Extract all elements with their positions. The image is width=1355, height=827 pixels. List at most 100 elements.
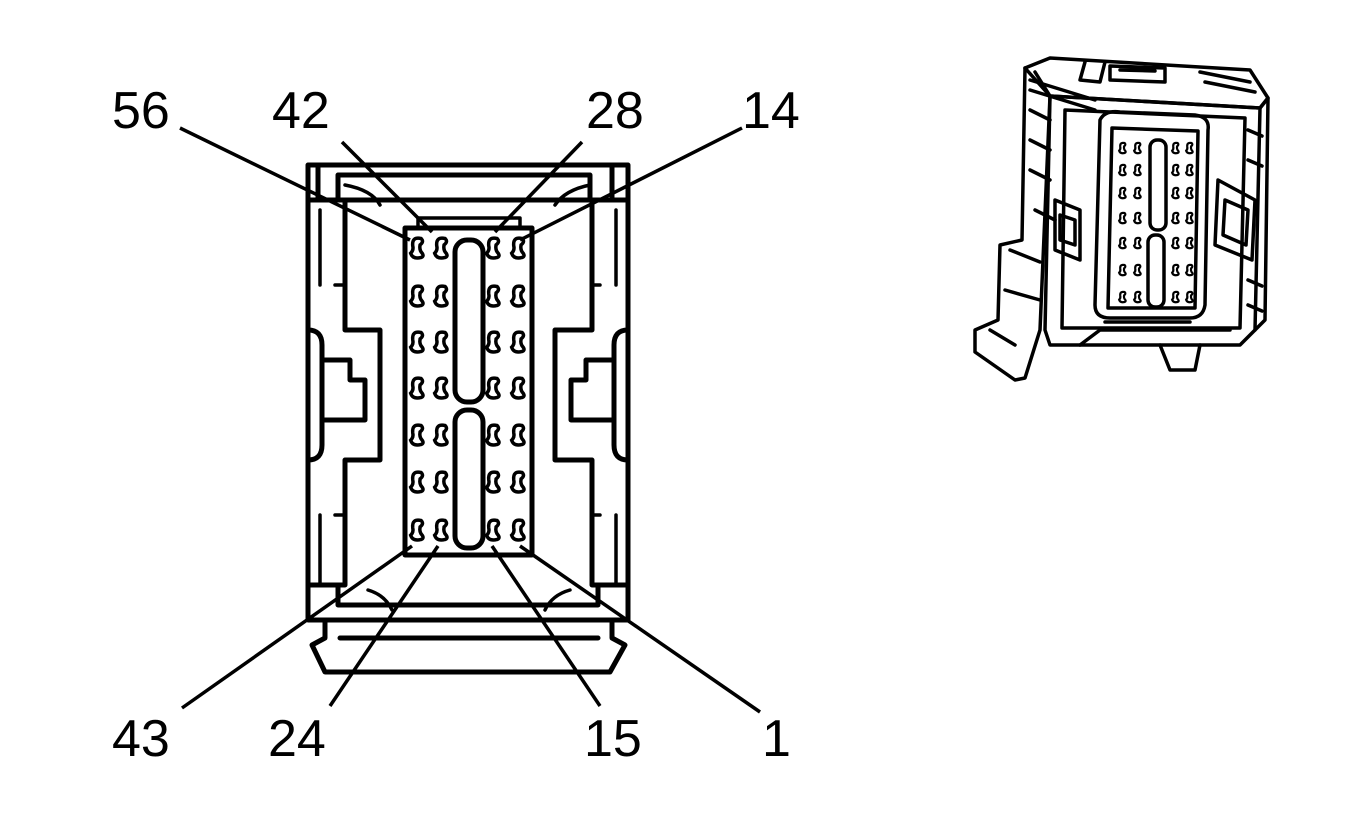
label-pin-15: 15	[584, 710, 642, 768]
terminal-cavity	[484, 518, 501, 542]
terminal-cavity	[509, 376, 526, 400]
iso-terminal-cavity	[1117, 211, 1127, 225]
leader-28	[493, 140, 584, 234]
terminal-cavity	[432, 423, 449, 447]
iso-terminal-cavity	[1117, 141, 1127, 155]
cavity-block-top	[416, 216, 522, 230]
terminal-cavity	[484, 236, 501, 260]
terminal-cavity	[432, 376, 449, 400]
label-pin-42: 42	[272, 82, 330, 140]
label-pin-43: 43	[112, 710, 170, 768]
terminal-cavity	[484, 423, 501, 447]
terminal-cavity	[408, 470, 425, 494]
iso-terminal-cavity	[1184, 211, 1194, 225]
right-wall	[552, 197, 631, 588]
terminal-cavity	[509, 470, 526, 494]
terminal-cavity	[408, 376, 425, 400]
terminal-cavity	[509, 330, 526, 354]
connector-face-view	[305, 162, 631, 675]
terminal-cavity	[432, 330, 449, 354]
terminal-cavity	[408, 423, 425, 447]
iso-top-window	[1108, 64, 1167, 84]
leader-1	[519, 544, 761, 714]
iso-terminal-cavity	[1132, 290, 1142, 304]
leader-42	[340, 140, 434, 234]
iso-terminal-cavity	[1170, 211, 1180, 225]
iso-terminal-cavity	[1184, 163, 1194, 177]
label-pin-14: 14	[742, 82, 800, 140]
iso-terminal-cavity	[1184, 236, 1194, 250]
iso-terminal-cavity	[1117, 163, 1127, 177]
iso-terminal-cavity	[1184, 263, 1194, 277]
iso-terminal-cavity	[1117, 290, 1127, 304]
center-key-upper	[452, 237, 486, 405]
iso-terminal-cavity	[1117, 186, 1127, 200]
center-key-lower	[452, 407, 486, 551]
iso-left-side	[973, 66, 1052, 382]
pin-number-labels: 56 42 28 14 43 24 15 1	[112, 82, 800, 768]
terminal-cavity	[432, 470, 449, 494]
right-wall-inner	[590, 208, 618, 587]
iso-right-side	[1213, 96, 1270, 332]
iso-top-rails	[1028, 70, 1257, 112]
housing-outline	[305, 162, 631, 623]
iso-cavity-block	[1093, 109, 1210, 320]
terminal-cavity	[484, 284, 501, 308]
iso-terminal-cavity	[1170, 163, 1180, 177]
connector-isometric-view	[973, 56, 1270, 382]
leader-24	[328, 545, 440, 707]
iso-terminal-cavity	[1170, 290, 1180, 304]
label-pin-56: 56	[112, 82, 170, 140]
iso-terminal-cavity	[1184, 290, 1194, 304]
iso-terminal-cavity	[1132, 263, 1142, 277]
terminal-cavity	[408, 284, 425, 308]
terminal-cavity	[509, 423, 526, 447]
iso-cavity-block-inner	[1106, 126, 1200, 310]
iso-terminal-cavity	[1184, 141, 1194, 155]
iso-left-latch	[1053, 198, 1082, 262]
iso-key-lower	[1146, 233, 1166, 309]
terminal-cavity	[408, 236, 425, 260]
iso-terminal-cavity	[1117, 263, 1127, 277]
left-wall-inner	[318, 208, 347, 587]
iso-terminal-cavity	[1132, 211, 1142, 225]
iso-terminal-cavity	[1132, 186, 1142, 200]
leader-56	[179, 126, 411, 242]
left-wall	[305, 197, 383, 588]
iso-terminal-cavity	[1132, 163, 1142, 177]
iso-right-ribs	[1246, 128, 1264, 313]
terminal-cavity	[484, 376, 501, 400]
label-pin-28: 28	[586, 82, 644, 140]
terminal-cavity	[432, 518, 449, 542]
housing-bottom-frame	[335, 582, 601, 608]
terminal-cavity	[509, 518, 526, 542]
terminal-cavity	[509, 284, 526, 308]
housing-top-curve	[343, 183, 592, 207]
iso-terminal-cavity	[1132, 236, 1142, 250]
leader-14	[519, 126, 743, 242]
label-pin-1: 1	[762, 710, 791, 768]
right-latch	[568, 327, 631, 463]
terminal-cavity	[484, 470, 501, 494]
housing-top-frame	[315, 162, 615, 203]
leader-15	[490, 545, 602, 707]
iso-terminal-cavity	[1117, 236, 1127, 250]
terminal-cavities	[408, 236, 526, 542]
left-latch	[305, 327, 368, 463]
iso-terminal-cavity	[1170, 141, 1180, 155]
terminal-cavity	[509, 236, 526, 260]
leader-43	[180, 544, 414, 710]
iso-key-upper	[1148, 138, 1168, 232]
housing-bottom-curve	[366, 588, 572, 612]
iso-terminal-cavity	[1170, 236, 1180, 250]
terminal-cavity	[408, 330, 425, 354]
terminal-cavity	[484, 330, 501, 354]
iso-terminal-cavity	[1184, 186, 1194, 200]
terminal-cavity	[432, 284, 449, 308]
terminal-cavity	[408, 518, 425, 542]
iso-terminal-cavity	[1132, 141, 1142, 155]
label-pin-24: 24	[268, 710, 326, 768]
iso-terminal-cavities	[1117, 141, 1194, 304]
iso-terminal-cavity	[1170, 186, 1180, 200]
